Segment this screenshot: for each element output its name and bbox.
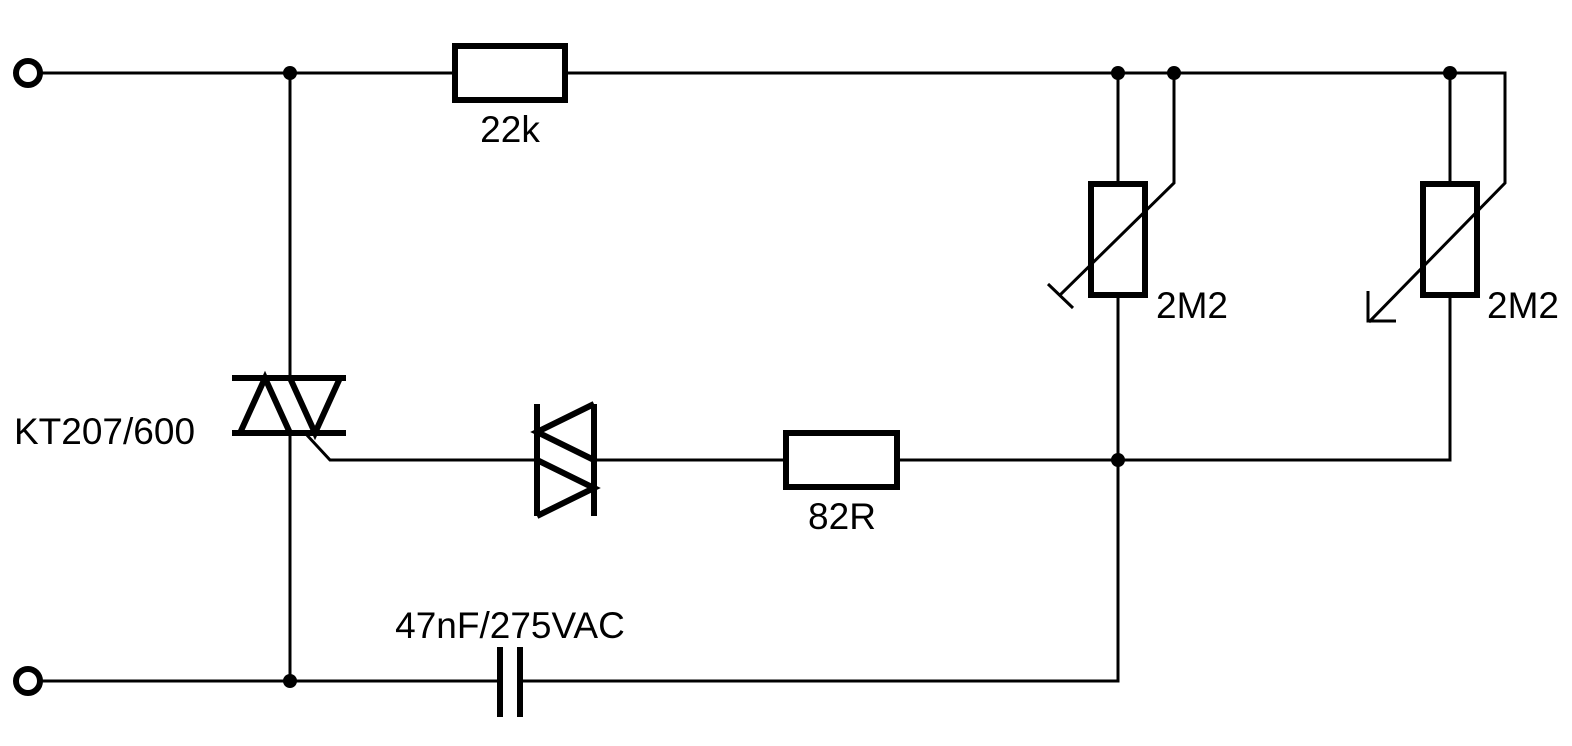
wires xyxy=(40,71,1507,683)
triac: KT207/600 xyxy=(14,370,346,452)
resistor-body xyxy=(452,43,568,103)
diac-triangle-lower xyxy=(535,457,601,519)
resistor-22k: 22k xyxy=(452,43,568,150)
capacitor-label: 47nF/275VAC xyxy=(395,605,625,646)
wire-gate xyxy=(302,430,539,462)
thermistor-2-label: 2M2 xyxy=(1487,285,1559,326)
thermistor-2: 2M2 xyxy=(1366,181,1559,326)
thermistor-tick xyxy=(1046,282,1075,310)
triac-triangle-down xyxy=(237,370,293,435)
junction-dot xyxy=(1111,453,1125,467)
input-terminal-top xyxy=(13,58,43,88)
diac xyxy=(530,401,601,519)
junction-dot xyxy=(283,674,297,688)
junction-dot xyxy=(1443,66,1457,80)
junction-dot xyxy=(1111,66,1125,80)
junctions xyxy=(283,66,1457,688)
input-terminal-bottom xyxy=(13,666,43,696)
diac-triangle-upper xyxy=(530,401,596,463)
resistor-body xyxy=(783,430,900,490)
wire-thermistor1-wiper xyxy=(1057,71,1176,298)
resistor-82r: 82R xyxy=(783,430,900,537)
resistor-82r-label: 82R xyxy=(808,496,876,537)
triac-triangle-up xyxy=(287,376,343,441)
thermistor-body xyxy=(1088,181,1148,298)
junction-dot xyxy=(1167,66,1181,80)
thermistor-1-label: 2M2 xyxy=(1156,285,1228,326)
wire-thermistor2-wiper xyxy=(1367,71,1507,324)
capacitor: 47nF/275VAC xyxy=(395,605,625,717)
thermistor-tick xyxy=(1366,291,1396,323)
thermistor-body xyxy=(1420,181,1480,298)
thermistor-1: 2M2 xyxy=(1046,181,1228,326)
resistor-22k-label: 22k xyxy=(480,109,540,150)
triac-label: KT207/600 xyxy=(14,411,195,452)
junction-dot xyxy=(283,66,297,80)
